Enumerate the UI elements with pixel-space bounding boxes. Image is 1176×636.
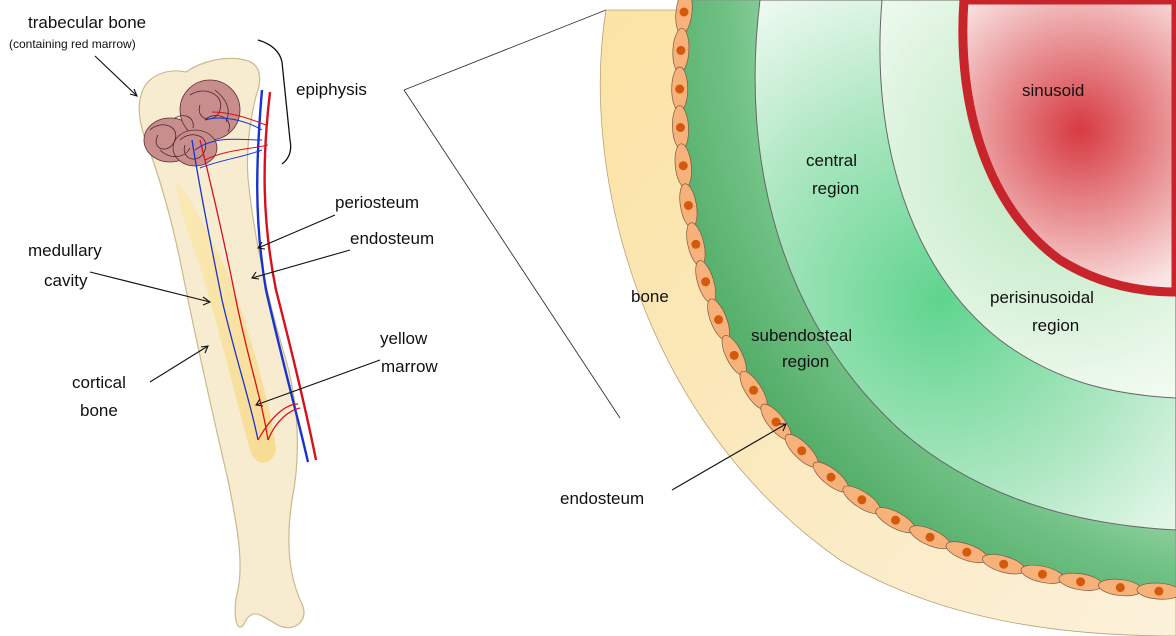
cell-nucleus — [797, 446, 806, 455]
epiphysis-bracket — [258, 40, 291, 164]
label-bone-right: bone — [631, 287, 669, 306]
cell-nucleus — [962, 548, 971, 557]
label-subendosteal: subendosteal — [751, 326, 852, 345]
label-sinusoid: sinusoid — [1022, 81, 1084, 100]
label-subendosteal-region: region — [782, 352, 829, 371]
label-endosteum-right: endosteum — [560, 489, 644, 508]
cell-nucleus — [857, 495, 866, 504]
label-periosteum: periosteum — [335, 193, 419, 212]
label-trabecular-bone: trabecular bone — [28, 13, 146, 32]
label-bone-left: bone — [80, 401, 118, 420]
cell-nucleus — [749, 386, 758, 395]
label-marrow: marrow — [381, 357, 438, 376]
cell-nucleus — [1076, 577, 1085, 586]
cell-nucleus — [676, 46, 685, 55]
label-cortical: cortical — [72, 373, 126, 392]
label-endosteum-left: endosteum — [350, 229, 434, 248]
cell-nucleus — [926, 533, 935, 542]
cell-nucleus — [1154, 587, 1163, 596]
label-perisinusoidal-region: region — [1032, 316, 1079, 335]
cell-nucleus — [999, 560, 1008, 569]
label-containing-red-marrow: (containing red marrow) — [9, 37, 136, 51]
label-central: central — [806, 151, 857, 170]
label-yellow: yellow — [380, 329, 428, 348]
label-cavity: cavity — [44, 271, 88, 290]
cell-nucleus — [772, 418, 781, 427]
cell-nucleus — [827, 473, 836, 482]
cell-nucleus — [679, 161, 688, 170]
cell-nucleus — [691, 240, 700, 249]
cell-nucleus — [675, 85, 684, 94]
cell-nucleus — [684, 201, 693, 210]
cell-nucleus — [891, 516, 900, 525]
zoomed-marrow-panel — [600, 0, 1176, 636]
cell-nucleus — [701, 277, 710, 286]
cell-nucleus — [714, 315, 723, 324]
cell-nucleus — [730, 351, 739, 360]
label-medullary: medullary — [28, 241, 102, 260]
cell-nucleus — [680, 8, 689, 17]
long-bone — [139, 40, 316, 628]
label-epiphysis: epiphysis — [296, 80, 367, 99]
label-central-region: region — [812, 179, 859, 198]
cell-nucleus — [676, 123, 685, 132]
cell-nucleus — [1038, 570, 1047, 579]
cell-nucleus — [1116, 583, 1125, 592]
label-perisinusoidal: perisinusoidal — [990, 288, 1094, 307]
